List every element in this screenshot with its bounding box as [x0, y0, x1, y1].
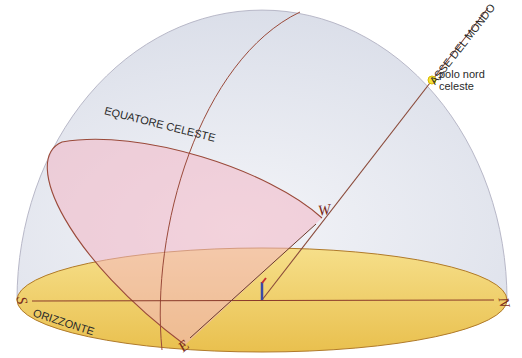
cardinal-west: W: [317, 201, 332, 219]
equator-plane: [47, 139, 322, 345]
observer: [261, 282, 264, 300]
meridian-arc: [160, 12, 300, 350]
equator-arc: [47, 139, 322, 345]
east-west-line: [190, 224, 316, 338]
pole-label: polo nord celeste: [439, 68, 497, 92]
north-south-line: [32, 300, 494, 301]
observer-mark: [262, 278, 266, 283]
cardinal-north: N: [495, 296, 513, 309]
